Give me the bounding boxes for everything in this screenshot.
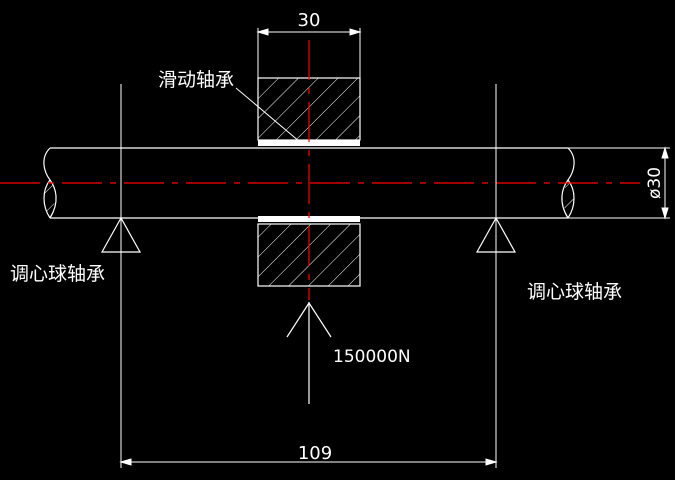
- load-arrow: [286, 302, 332, 404]
- bottom-dimension: [119, 458, 498, 466]
- shaft-left-break-hatch: [44, 180, 55, 218]
- bottom-dimension-text: 109: [298, 443, 332, 464]
- right-bearing-label: 调心球轴承: [527, 281, 622, 303]
- sliding-bearing-leader: [235, 87, 301, 143]
- top-dimension: [256, 28, 362, 78]
- right-support-triangle: [475, 216, 517, 253]
- left-bearing-label: 调心球轴承: [10, 263, 105, 285]
- sliding-bearing-label: 滑动轴承: [158, 69, 234, 91]
- sliding-bearing-upper-liner: [258, 140, 360, 146]
- load-label: 150000N: [333, 347, 411, 367]
- diameter-dimension: [568, 146, 670, 220]
- diameter-dimension-text: ø30: [645, 167, 665, 199]
- shaft-right-break-hatch: [563, 180, 574, 218]
- top-dimension-text: 30: [298, 10, 321, 31]
- left-support-triangle: [100, 216, 142, 253]
- sliding-bearing-lower-liner: [258, 216, 360, 222]
